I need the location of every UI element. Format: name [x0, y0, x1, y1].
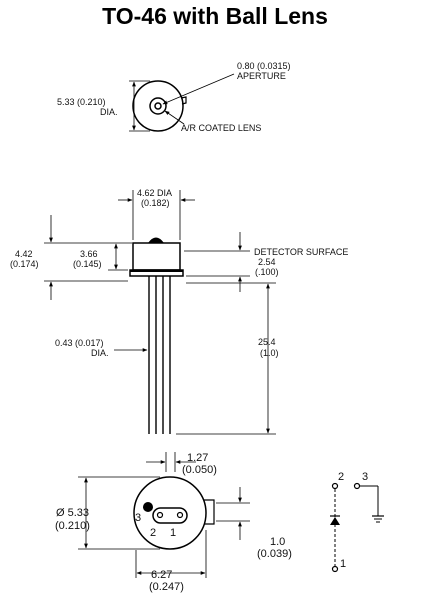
- bottom-pin-3: 3: [135, 512, 141, 524]
- pin-spacing-dim: 1.27: [187, 452, 208, 464]
- lens-leader: [164, 110, 185, 125]
- top-view-lens-ring: [149, 97, 167, 115]
- header-base: [133, 476, 207, 550]
- schematic: 2 3 1: [330, 471, 384, 573]
- schematic-pin-3-terminal: [353, 482, 361, 490]
- height-cap-dim: 3.66: [80, 249, 98, 259]
- side-view: 4.62 DIA (0.182) 4.42 (0.174) 3.66: [10, 188, 348, 435]
- lens-label: A/R COATED LENS: [181, 123, 261, 133]
- bottom-pin-1: 1: [170, 527, 176, 539]
- lead-dia-dim: 0.43 (0.017): [55, 338, 104, 348]
- schematic-pin-2-label: 2: [338, 471, 344, 483]
- lead-dia-label: DIA.: [91, 348, 109, 358]
- bottom-diameter-in: (0.210): [55, 520, 90, 532]
- bottom-diameter-dim: Ø 5.33: [56, 507, 89, 519]
- width-in: (0.247): [149, 581, 184, 593]
- schematic-pin-3-label: 3: [362, 471, 368, 483]
- pin-1-dot: [176, 511, 184, 519]
- top-view: 0.80 (0.0315) APERTURE 5.33 (0.210) DIA.…: [57, 61, 291, 133]
- tab-in: (0.039): [257, 548, 292, 560]
- detector-label: DETECTOR SURFACE: [254, 247, 348, 257]
- tab-dim: 1.0: [270, 536, 285, 548]
- bottom-view: 1.27 (0.050) 3 2 1 Ø 5.33 (0.210) 1.0: [55, 452, 292, 593]
- top-view-aperture: [154, 102, 162, 110]
- ball-lens: [148, 237, 164, 243]
- height-total-in: (0.174): [10, 259, 39, 269]
- width-dim: 6.27: [151, 569, 172, 581]
- height-cap-in: (0.145): [73, 259, 102, 269]
- lead-len-in: (1.0): [260, 348, 279, 358]
- top-view-tab: [180, 96, 187, 105]
- can-cap: [132, 242, 181, 271]
- aperture-leader: [162, 73, 235, 105]
- schematic-pin-1-terminal: [331, 565, 339, 573]
- top-diameter-dim: 5.33 (0.210): [57, 97, 106, 107]
- top-view-outer-circle: [132, 80, 184, 132]
- photodiode-symbol: [330, 517, 340, 525]
- drawing-title: TO-46 with Ball Lens: [102, 3, 328, 29]
- pin-3-pad: [143, 502, 153, 512]
- pin-spacing-in: (0.050): [182, 464, 217, 476]
- aperture-dim: 0.80 (0.0315): [237, 61, 291, 71]
- header-tab: [204, 499, 215, 525]
- aperture-label: APERTURE: [237, 71, 286, 81]
- cap-dia-dim: 4.62 DIA: [137, 188, 172, 198]
- height-total-dim: 4.42: [15, 249, 33, 259]
- bottom-pin-2: 2: [150, 527, 156, 539]
- pin-2-dot: [156, 511, 164, 519]
- top-diameter-label: DIA.: [100, 107, 118, 117]
- detector-dim: 2.54: [258, 257, 276, 267]
- lead-len-dim: 25.4: [258, 337, 276, 347]
- schematic-pin-1-label: 1: [340, 558, 346, 570]
- detector-dim-in: (.100): [255, 267, 279, 277]
- pins-pad: [152, 507, 188, 524]
- cap-dia-in: (0.182): [141, 198, 170, 208]
- schematic-pin-2-terminal: [331, 482, 339, 490]
